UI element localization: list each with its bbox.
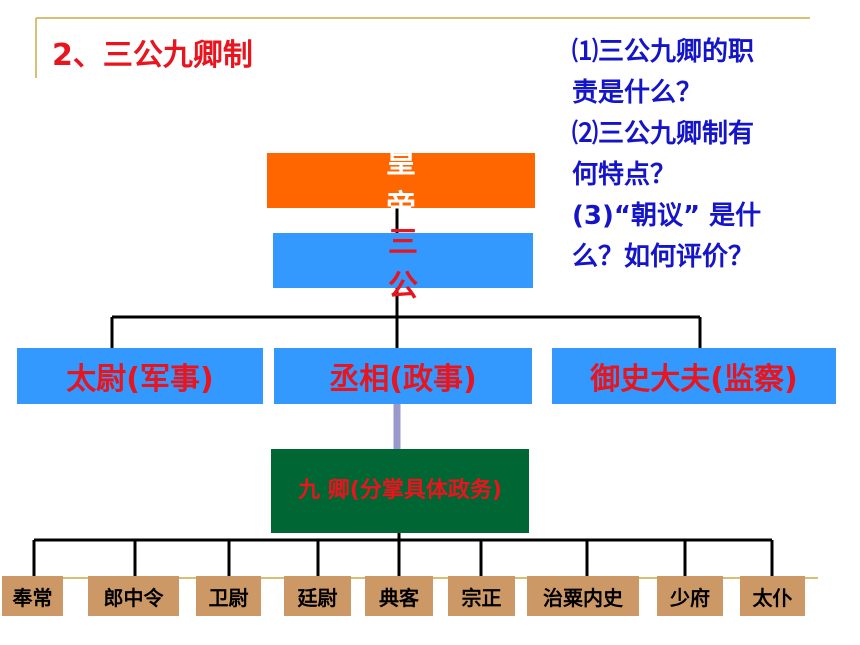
minister-box: 卫尉 xyxy=(196,576,261,616)
jiuqing-box: 九 卿(分掌具体政务) xyxy=(271,449,529,533)
question-line: (3)“朝议” 是什 xyxy=(572,201,762,231)
questions-block: ⑴三公九卿的职 责是什么？ ⑵三公九卿制有 何特点？ (3)“朝议” 是什 么？… xyxy=(572,32,822,278)
minister-box: 太仆 xyxy=(740,576,805,616)
minister-box: 少府 xyxy=(657,576,723,616)
minister-box: 郎中令 xyxy=(88,576,179,616)
official-box-taiwei: 太尉(军事) xyxy=(17,348,263,404)
minister-box: 典客 xyxy=(365,576,433,616)
question-line: 何特点？ xyxy=(572,160,677,190)
official-box-chancellor: 丞相(政事) xyxy=(274,348,532,404)
question-line: ⑴三公九卿的职 xyxy=(572,37,755,67)
question-line: 责是什么？ xyxy=(572,78,703,108)
question-line: 么？如何评价？ xyxy=(572,242,755,272)
minister-box: 宗正 xyxy=(448,576,515,616)
official-box-yushi: 御史大夫(监察) xyxy=(552,348,836,404)
question-line: ⑵三公九卿制有 xyxy=(572,119,755,149)
sangong-box: 三公 xyxy=(273,225,533,304)
emperor-box: 皇帝 xyxy=(267,145,535,224)
minister-box: 廷尉 xyxy=(284,576,351,616)
minister-box: 治粟内史 xyxy=(527,576,639,616)
minister-box: 奉常 xyxy=(2,576,63,616)
slide-title: 2、三公九卿制 xyxy=(52,38,253,73)
